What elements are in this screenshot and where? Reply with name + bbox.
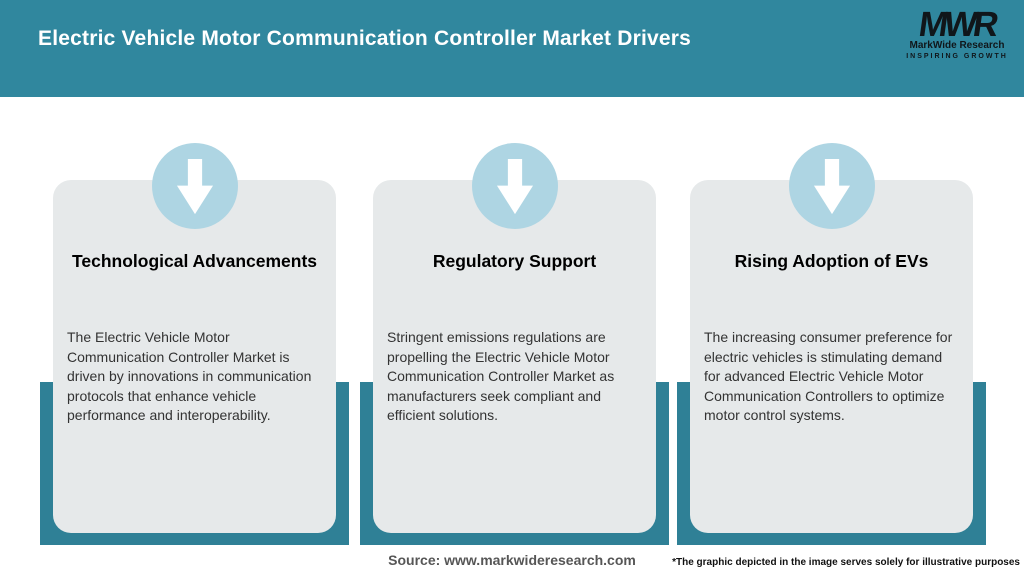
down-arrow-icon <box>151 143 238 229</box>
driver-card-technological-advancements: Technological Advancements The Electric … <box>40 143 349 545</box>
page-title: Electric Vehicle Motor Communication Con… <box>38 27 692 50</box>
card-body: Technological Advancements The Electric … <box>53 143 336 533</box>
logo-tagline: INSPIRING GROWTH <box>906 53 1008 60</box>
markwide-research-logo: MWR MarkWide Research INSPIRING GROWTH <box>902 5 1012 61</box>
header-banner: Electric Vehicle Motor Communication Con… <box>0 0 1024 97</box>
card-body: Rising Adoption of EVs The increasing co… <box>690 143 973 533</box>
card-title: Regulatory Support <box>432 251 597 271</box>
down-arrow-icon <box>788 143 875 229</box>
card-description: Stringent emissions regulations are prop… <box>387 329 615 423</box>
down-arrow-icon <box>471 143 558 229</box>
source-attribution: Source: www.markwideresearch.com <box>388 552 636 568</box>
card-description: The Electric Vehicle Motor Communication… <box>67 329 312 423</box>
logo-acronym: MWR <box>916 5 998 44</box>
driver-card-rising-adoption-of-evs: Rising Adoption of EVs The increasing co… <box>677 143 986 545</box>
card-title: Technological Advancements <box>71 251 318 271</box>
disclaimer-note: *The graphic depicted in the image serve… <box>672 557 1020 568</box>
card-body: Regulatory Support Stringent emissions r… <box>373 143 656 533</box>
card-title: Rising Adoption of EVs <box>734 251 929 271</box>
card-description: The increasing consumer preference for e… <box>704 329 953 423</box>
driver-card-regulatory-support: Regulatory Support Stringent emissions r… <box>360 143 669 545</box>
logo-company-name: MarkWide Research <box>909 40 1005 51</box>
